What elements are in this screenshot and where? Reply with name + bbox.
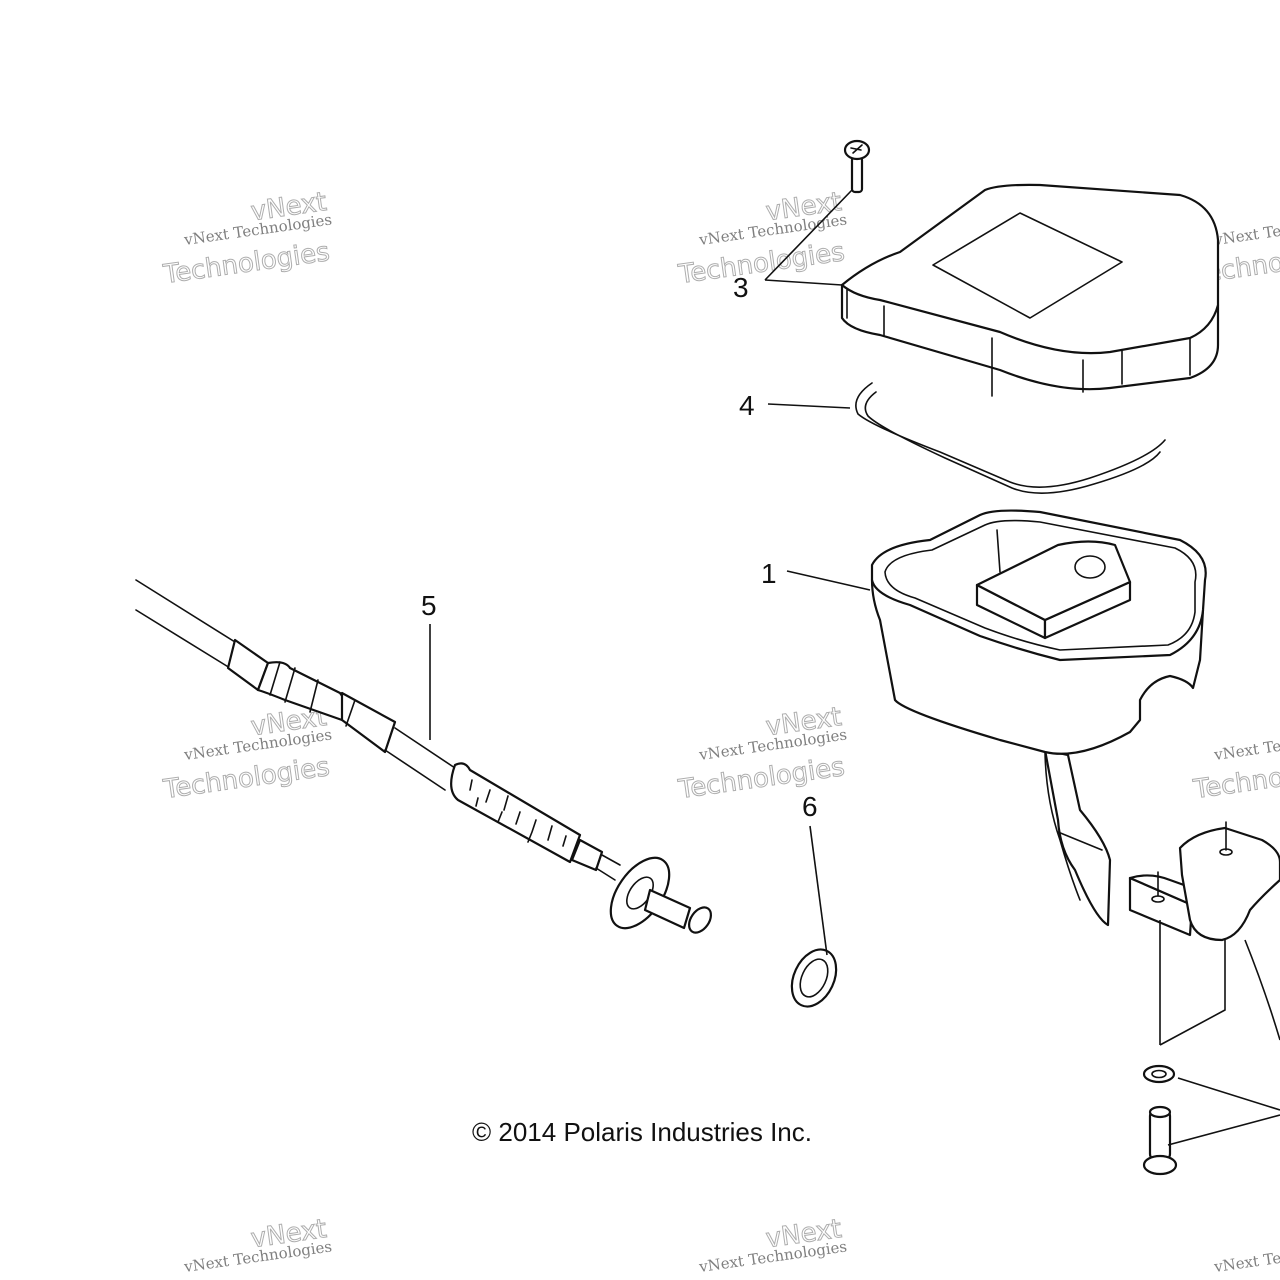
callout-1: 1 bbox=[761, 558, 777, 589]
part-4-gasket bbox=[855, 382, 1166, 494]
part-3-screw bbox=[843, 139, 871, 194]
callout-4: 4 bbox=[739, 390, 755, 421]
callout-leaders bbox=[429, 189, 871, 956]
callout-6: 6 bbox=[802, 791, 818, 822]
callout-3: 3 bbox=[733, 272, 749, 303]
part-5-cable bbox=[135, 579, 713, 934]
callout-5: 5 bbox=[421, 590, 437, 621]
copyright-notice: © 2014 Polaris Industries Inc. bbox=[472, 1117, 812, 1147]
watermark-text: vNext Technologies bbox=[1212, 210, 1280, 249]
watermark-text: vNext Technologies bbox=[1212, 725, 1280, 764]
watermark-text: vNext Technologies bbox=[1212, 1237, 1280, 1276]
pivot-bolt bbox=[1142, 1105, 1178, 1176]
part-1-housing bbox=[870, 509, 1207, 927]
part-6-oring bbox=[790, 948, 838, 1008]
star-washer bbox=[1142, 1064, 1176, 1084]
hardware-leader-lines bbox=[1159, 920, 1280, 1146]
clamp-bracket bbox=[1128, 821, 1280, 942]
part-3-cover bbox=[840, 183, 1220, 397]
